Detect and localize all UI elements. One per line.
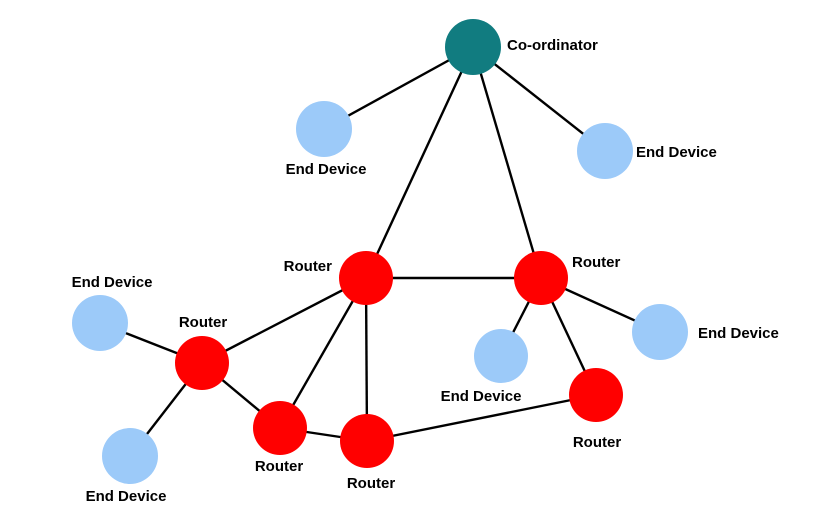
- router-mid-left-label: Router: [284, 258, 332, 275]
- end-device-far-right-node: [632, 304, 688, 360]
- end-device-mid-label: End Device: [441, 388, 522, 405]
- router-bottom-1-node: [253, 401, 307, 455]
- router-bottom-right-node: [569, 368, 623, 422]
- router-bottom-2-label: Router: [347, 475, 395, 492]
- end-device-left-node: [72, 295, 128, 351]
- end-device-bottom-left-label: End Device: [86, 488, 167, 505]
- edge-router-bottom-2--router-bottom-right: [366, 393, 597, 443]
- edge-coordinator--end-device-top-right: [472, 46, 606, 152]
- edge-coordinator--end-device-top-left: [323, 45, 474, 131]
- edge-coordinator--router-mid-right: [471, 46, 543, 279]
- end-device-far-right-label: End Device: [698, 325, 779, 342]
- end-device-top-right-node: [577, 123, 633, 179]
- router-bottom-right-label: Router: [573, 434, 621, 451]
- end-device-top-left-label: End Device: [286, 161, 367, 178]
- end-device-top-left-node: [296, 101, 352, 157]
- edge-router-mid-left--router-bottom-2: [364, 277, 369, 442]
- router-mid-right-label: Router: [572, 254, 620, 271]
- router-bottom-2-node: [340, 414, 394, 468]
- coordinator-node: [445, 19, 501, 75]
- router-left-node: [175, 336, 229, 390]
- edge-coordinator--router-mid-left: [364, 46, 475, 279]
- edge-router-mid-left--router-left: [201, 276, 367, 365]
- router-left-label: Router: [179, 314, 227, 331]
- edge-router-mid-left--router-bottom-1: [278, 277, 368, 429]
- router-mid-right-node: [514, 251, 568, 305]
- router-mid-left-node: [339, 251, 393, 305]
- end-device-bottom-left-node: [102, 428, 158, 484]
- end-device-left-label: End Device: [72, 274, 153, 291]
- end-device-mid-node: [474, 329, 528, 383]
- coordinator-label: Co-ordinator: [507, 37, 598, 54]
- router-bottom-1-label: Router: [255, 458, 303, 475]
- end-device-top-right-label: End Device: [636, 144, 717, 161]
